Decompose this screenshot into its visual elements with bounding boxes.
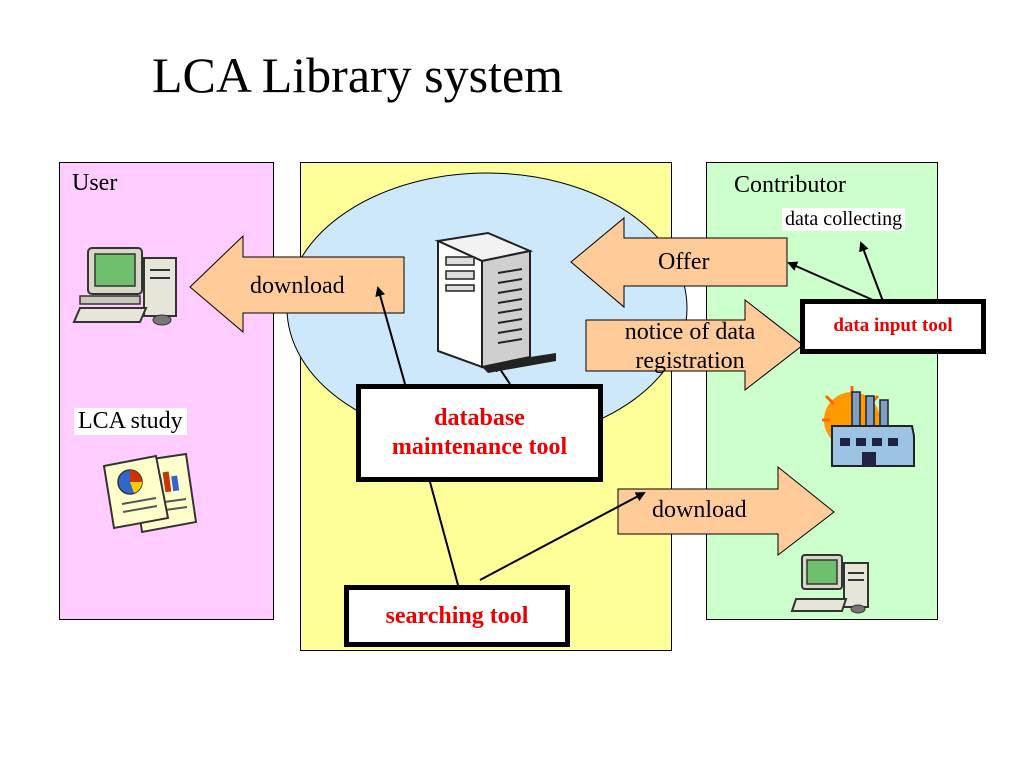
search-to-download-line [479, 492, 646, 581]
searching-tool: searching tool [344, 585, 570, 647]
server-tower-icon [434, 231, 556, 373]
offer-label: Offer [658, 249, 710, 275]
contributor-computer-icon [790, 554, 869, 614]
notice-line-2: registration [635, 347, 745, 374]
notice-line-1: notice of data [624, 319, 756, 345]
db-tool-line-2: maintenance tool [391, 434, 568, 460]
page-title: LCA Library system [152, 47, 564, 103]
input-to-offer-line [787, 261, 883, 305]
database-maintenance-tool: database maintenance tool [356, 384, 603, 482]
user-label: User [72, 170, 118, 196]
report-document-icon [102, 452, 198, 534]
contributor-label: Contributor [734, 172, 846, 198]
notice-arrow [585, 298, 804, 392]
offer-arrow [570, 216, 788, 309]
factory-icon [822, 386, 915, 467]
user-computer-icon [72, 247, 177, 326]
download-user-label: download [250, 273, 345, 299]
data-collecting-label: data collecting [782, 208, 906, 231]
db-to-search-line [429, 481, 459, 586]
download-arrow-contributor [617, 465, 835, 557]
db-tool-line-1: database [434, 405, 525, 432]
download-contributor-label: download [652, 497, 747, 523]
notice-of-data-registration-label: notice of data registration [600, 318, 780, 376]
data-input-tool: data input tool [800, 299, 986, 354]
db-to-download-line [375, 286, 406, 385]
input-to-collecting-line [859, 241, 885, 305]
user-panel [59, 162, 274, 620]
download-arrow-user [189, 234, 405, 334]
lca-study-label: LCA study [74, 408, 187, 435]
